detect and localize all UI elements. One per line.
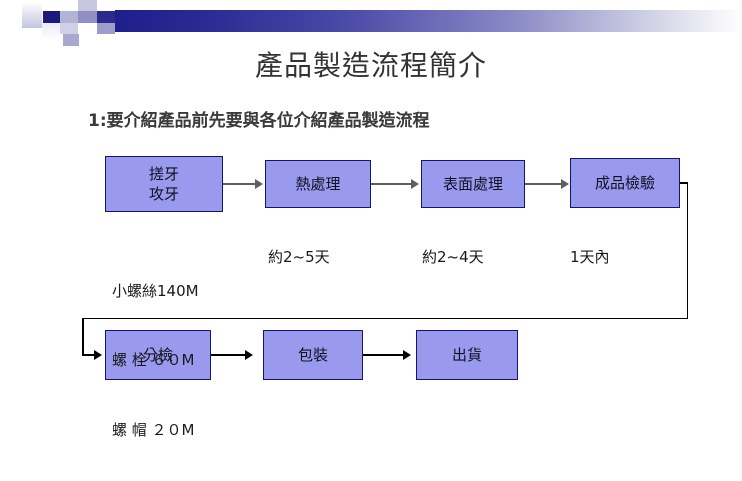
flow-box-label: 成品檢驗 — [594, 173, 655, 192]
header-square-8 — [78, 11, 97, 23]
annotation-inspection-time: 1天內 — [570, 248, 610, 266]
flow-box-label: 包裝 — [297, 345, 328, 364]
arrow-head-sorting-to-packing — [245, 350, 253, 360]
annotation-capacity-line-1: 小螺絲140M — [112, 281, 199, 300]
arrow-head-heat-to-surface — [411, 179, 419, 189]
connector-bottom-horizontal — [82, 317, 688, 319]
page-title: 產品製造流程簡介 — [254, 49, 487, 82]
flow-box-cutting-tapping[interactable]: 搓牙 攻牙 — [105, 156, 223, 212]
header-square-12 — [63, 34, 79, 46]
arrow-head-packing-to-shipping — [403, 350, 411, 360]
header-square-2 — [42, 2, 60, 11]
annotation-capacity-line-2: 螺 栓 ６０M — [112, 351, 195, 370]
header-gradient-bar — [115, 10, 742, 32]
flow-box-label: 熱處理 — [295, 174, 341, 193]
arrow-sorting-to-packing — [211, 354, 247, 356]
flow-box-sorting[interactable]: 分檢 — [105, 330, 211, 380]
header-square-4 — [60, 0, 78, 11]
flow-box-surface-treatment[interactable]: 表面處理 — [421, 160, 525, 208]
header-square-3 — [42, 23, 60, 40]
header-square-dark-2 — [97, 11, 115, 23]
slide-subtitle: 1:要介紹產品前先要與各位介紹產品製造流程 — [88, 111, 430, 131]
flow-box-heat-treatment[interactable]: 熱處理 — [265, 160, 371, 208]
connector-into-sorting — [82, 354, 96, 356]
flow-box-label: 表面處理 — [442, 174, 503, 193]
annotation-heat-treatment-time: 約2~5天 — [268, 248, 330, 266]
header-square-11 — [97, 23, 115, 34]
arrow-cutting-to-heat — [223, 183, 257, 185]
header-square-1 — [22, 2, 42, 28]
connector-right-vertical — [686, 182, 688, 319]
connector-inspection-right — [680, 182, 688, 184]
arrow-head-cutting-to-heat — [255, 179, 263, 189]
annotation-capacity: 小螺絲140M 螺 栓 ６０M 螺 帽 ２０M — [112, 233, 199, 481]
flow-box-packing[interactable]: 包裝 — [263, 330, 363, 380]
arrow-head-into-sorting — [94, 350, 102, 360]
annotation-surface-treatment-time: 約2~4天 — [422, 248, 484, 266]
header-square-6 — [60, 23, 78, 34]
header-decoration-band — [0, 0, 742, 46]
header-square-7 — [78, 0, 97, 11]
arrow-head-surface-to-inspection — [561, 179, 569, 189]
flow-box-shipping[interactable]: 出貨 — [416, 330, 518, 380]
header-square-9 — [78, 23, 97, 40]
arrow-surface-to-inspection — [525, 183, 562, 185]
flow-box-label: 出貨 — [451, 345, 482, 364]
flow-box-label: 搓牙 攻牙 — [148, 164, 179, 203]
header-square-dark-1 — [43, 11, 60, 23]
annotation-capacity-line-3: 螺 帽 ２０M — [112, 421, 195, 439]
arrow-packing-to-shipping — [363, 354, 405, 356]
flow-box-label: 分檢 — [142, 345, 173, 364]
arrow-heat-to-surface — [371, 183, 413, 185]
header-square-5 — [60, 11, 78, 23]
header-square-10 — [97, 0, 115, 11]
flow-box-final-inspection[interactable]: 成品檢驗 — [570, 158, 680, 208]
connector-left-vertical — [82, 317, 84, 356]
